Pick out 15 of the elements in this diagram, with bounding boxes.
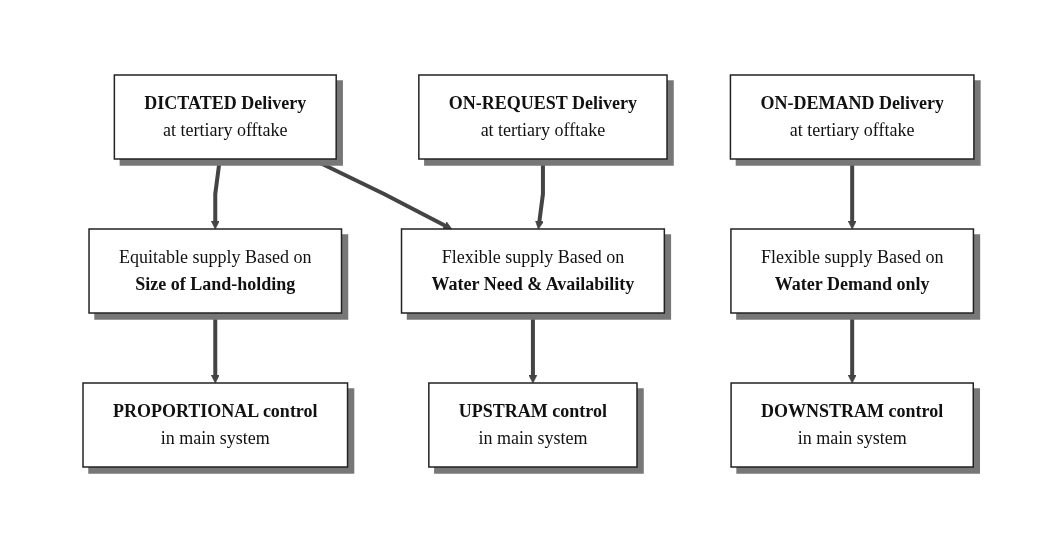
arrow: [210, 158, 222, 230]
node-box: DICTATED Delivery at tertiary offtake: [113, 74, 337, 160]
node-box: ON-REQUEST Delivery at tertiary offtake: [418, 74, 668, 160]
arrow: [210, 313, 220, 384]
arrow: [535, 159, 545, 230]
node-box: Equitable supply Based on Size of Land-holding: [88, 228, 343, 314]
node-box: Flexible supply Based on Water Demand only: [730, 228, 975, 314]
node-box: DOWNSTRAM control in main system: [730, 382, 975, 468]
node-box: PROPORTIONAL control in main system: [82, 382, 349, 468]
node-box: ON-DEMAND Delivery at tertiary offtake: [729, 74, 975, 160]
node-box: UPSTRAM control in main system: [428, 382, 638, 468]
arrow: [847, 159, 857, 230]
arrow: [528, 313, 538, 384]
node-box: Flexible supply Based on Water Need & Availability: [400, 228, 666, 314]
arrow: [847, 313, 857, 384]
